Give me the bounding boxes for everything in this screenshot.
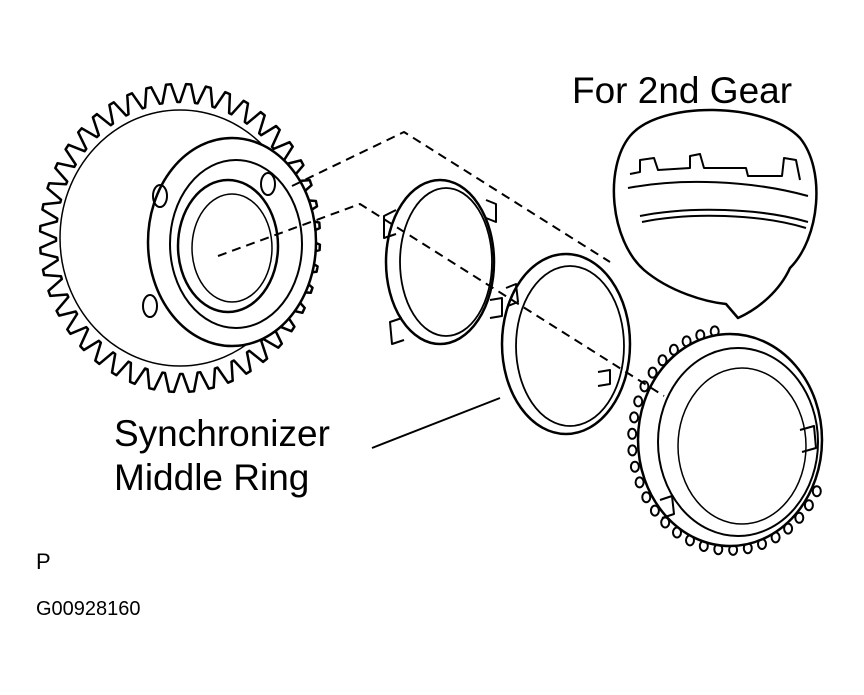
view-code: P bbox=[36, 549, 51, 574]
ring-tooth bbox=[811, 485, 822, 498]
part-label: Synchronizer Middle Ring bbox=[114, 412, 330, 500]
ring-tooth bbox=[794, 511, 805, 524]
detail-callout bbox=[612, 108, 818, 320]
gear-hole-bottom bbox=[142, 294, 158, 318]
callout-title: For 2nd Gear bbox=[572, 70, 793, 111]
gear-hole-top bbox=[152, 184, 168, 208]
leader-line bbox=[371, 397, 501, 449]
ring-tooth bbox=[639, 380, 650, 393]
part-label-line2: Middle Ring bbox=[114, 457, 310, 498]
gear bbox=[38, 82, 322, 394]
callout-detail-lines bbox=[627, 153, 809, 229]
figure-id: G00928160 bbox=[36, 598, 141, 620]
ring-tooth bbox=[647, 366, 658, 379]
part-label-line1: Synchronizer bbox=[114, 413, 330, 454]
ring-tooth bbox=[627, 427, 638, 440]
ring-tooth bbox=[627, 444, 638, 457]
ring-tooth bbox=[803, 499, 814, 512]
ring-tooth bbox=[629, 460, 640, 473]
gear-hole-right bbox=[260, 172, 276, 196]
synchronizer-outer-ring bbox=[627, 325, 824, 556]
ring-tooth bbox=[629, 411, 640, 424]
assembly-guide-lines bbox=[217, 131, 665, 397]
synchronizer-inner-ring bbox=[383, 178, 503, 346]
synchronizer-middle-ring bbox=[500, 252, 632, 436]
ring-tooth bbox=[634, 476, 645, 489]
ring-tooth bbox=[641, 491, 652, 504]
gear-cone-mid bbox=[169, 159, 303, 329]
gear-bore-inner bbox=[191, 193, 273, 303]
gear-bore bbox=[176, 178, 280, 314]
ring-tooth bbox=[649, 504, 660, 517]
ring-tooth bbox=[633, 395, 644, 408]
ring-tooth bbox=[657, 354, 668, 367]
